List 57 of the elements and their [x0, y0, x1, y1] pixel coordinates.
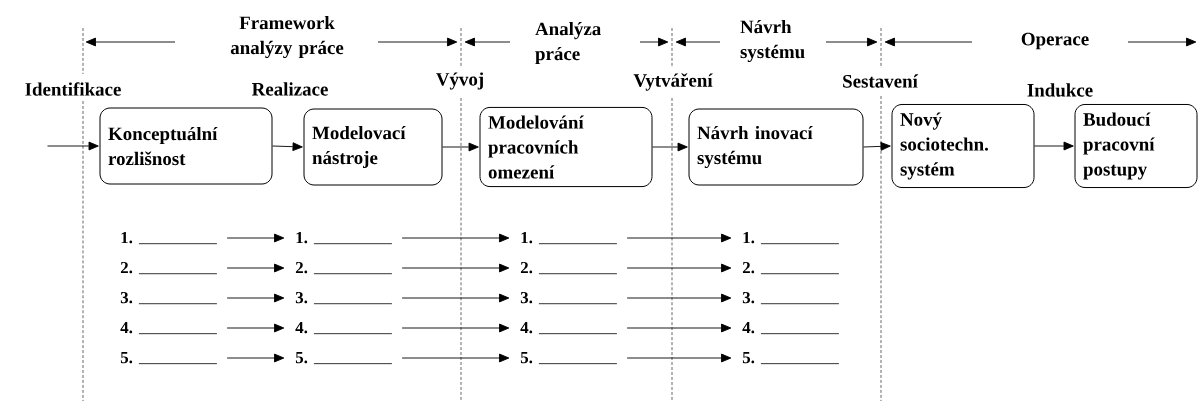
list-item: 1. [296, 231, 393, 245]
arrow [401, 353, 510, 363]
list-item: 5. [742, 351, 840, 365]
arrow [47, 141, 99, 151]
list-item: 2. [520, 261, 618, 275]
arrow [401, 233, 510, 243]
list-item: 2. [120, 261, 218, 275]
list-item: 4. [120, 321, 218, 335]
stage-label: Návrh systému [740, 19, 805, 63]
list-item: 3. [120, 291, 218, 305]
arrow [626, 233, 732, 243]
stage-label: Sestavení [843, 74, 919, 88]
stage-label: Vývoj [436, 72, 483, 90]
arrow [226, 293, 285, 303]
stage-label: Framework analýzy práce [230, 15, 344, 59]
list-item: 2. [742, 261, 840, 275]
arrow [272, 142, 303, 152]
arrow [226, 233, 285, 243]
arrow [652, 142, 688, 152]
arrow [626, 353, 732, 363]
list-item: 4. [520, 321, 618, 335]
list-item: 3. [295, 291, 393, 305]
list-item: 5. [120, 351, 218, 365]
arrow [226, 263, 285, 273]
arrow [442, 142, 479, 152]
stage-label: Realizace [251, 82, 328, 96]
stage-label: Analýza práce [535, 21, 601, 65]
arrow [863, 142, 891, 151]
list-item: 5. [295, 351, 393, 365]
stage-label: Identifikace [25, 82, 121, 96]
process-box: Modelování pracovních omezení [479, 106, 653, 188]
arrow [1034, 141, 1074, 151]
process-box: Návrh inovací systému [688, 108, 864, 186]
arrow [401, 263, 510, 273]
list-item: 5. [520, 351, 618, 365]
arrow [626, 263, 732, 273]
stage-label: Indukce [1027, 83, 1093, 97]
arrow [626, 323, 732, 333]
list-item: 1. [743, 231, 840, 245]
list-item: 4. [295, 321, 393, 335]
arrow [626, 293, 732, 303]
list-item: 3. [520, 291, 618, 305]
arrow [401, 293, 510, 303]
arrow [226, 323, 285, 333]
process-box: Konceptuální rozlišnost [99, 107, 273, 185]
arrow [401, 323, 510, 333]
list-item: 1. [121, 231, 218, 245]
process-box: Modelovací nástroje [303, 108, 443, 186]
list-item: 3. [742, 291, 840, 305]
stage-label: Vytváření [633, 73, 713, 91]
list-item: 2. [295, 261, 393, 275]
list-item: 4. [742, 321, 840, 335]
process-box: Budoucí pracovní postupy [1074, 104, 1198, 189]
process-box: Nový sociotechn. systém [891, 104, 1035, 189]
arrow [226, 353, 285, 363]
stage-label: Operace [1021, 32, 1089, 50]
list-item: 1. [521, 231, 618, 245]
